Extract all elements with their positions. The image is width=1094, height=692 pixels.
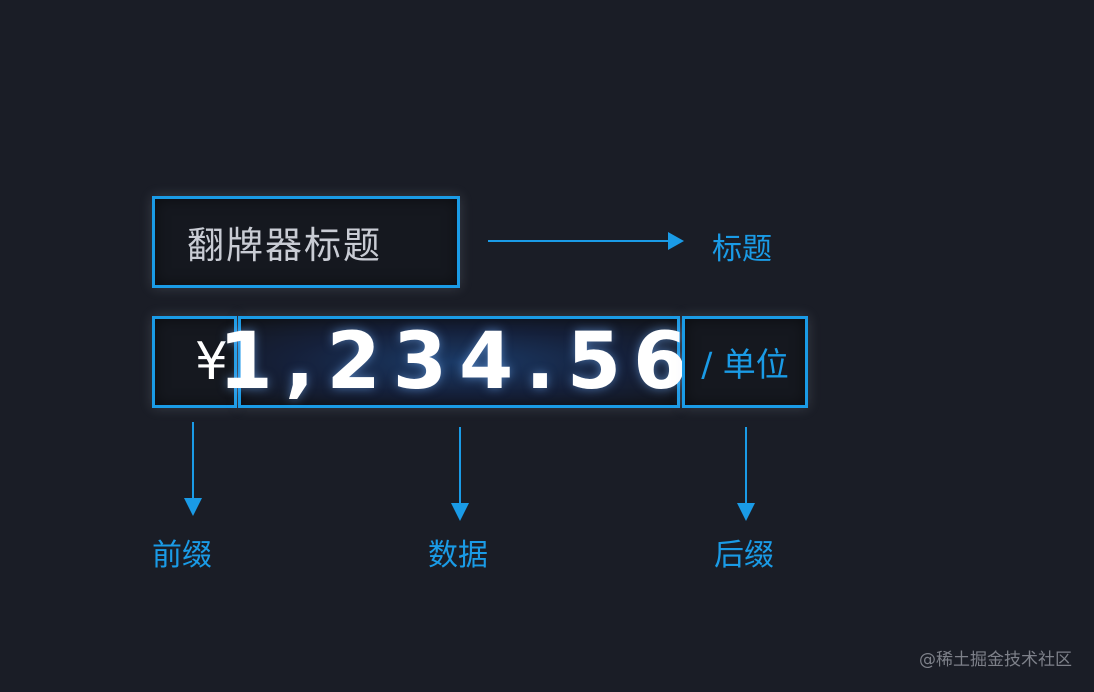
flipper-suffix: / 单位 xyxy=(701,345,789,384)
arrow-down-icon xyxy=(737,427,755,521)
watermark: @稀土掘金技术社区 xyxy=(919,650,1072,670)
arrow-down-icon xyxy=(184,422,202,516)
data-annotation: 数据 xyxy=(428,538,488,573)
flipper-data-box: 1,234.56 xyxy=(219,316,687,408)
flipper-value: 1,234.56 xyxy=(218,317,700,407)
prefix-annotation: 前缀 xyxy=(152,538,212,573)
title-annotation: 标题 xyxy=(712,232,772,267)
suffix-annotation: 后缀 xyxy=(714,538,774,573)
flipper-prefix: ¥ xyxy=(194,332,228,392)
flipper-prefix-box: ¥ xyxy=(152,316,237,408)
flipper-title-box: 翻牌器标题 xyxy=(152,196,460,288)
arrow-right-icon xyxy=(488,232,684,250)
flipper-title: 翻牌器标题 xyxy=(187,224,382,267)
arrow-down-icon xyxy=(451,427,469,521)
flipper-suffix-box: / 单位 xyxy=(682,316,808,408)
